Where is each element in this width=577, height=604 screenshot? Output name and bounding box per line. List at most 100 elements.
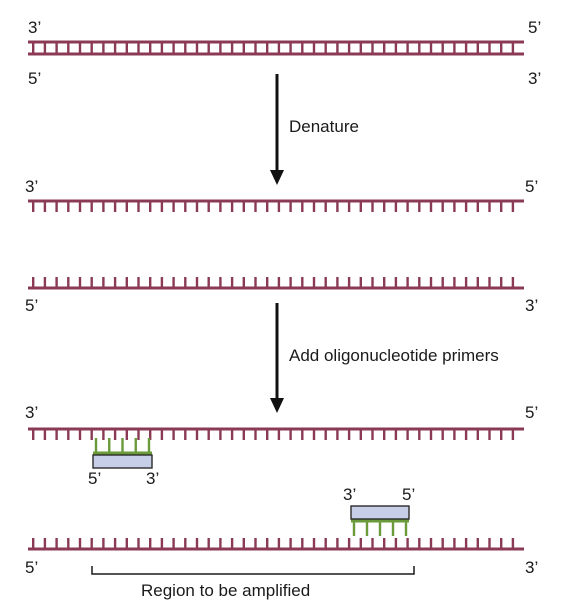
add-primers-label: Add oligonucleotide primers — [289, 346, 499, 365]
base-pair — [219, 42, 222, 54]
base — [383, 201, 386, 212]
base — [219, 429, 222, 440]
base — [488, 277, 491, 288]
base — [195, 201, 199, 212]
primer-rail — [351, 519, 409, 523]
base-pair — [160, 42, 164, 54]
base — [160, 277, 164, 288]
primer-rail — [93, 451, 152, 455]
base — [113, 538, 117, 549]
primer-left-5-label: 5’ — [88, 469, 101, 488]
strand1-top-left-label: 3’ — [28, 18, 41, 37]
primer-box — [350, 505, 410, 520]
base — [312, 429, 316, 440]
base — [312, 538, 316, 549]
base — [230, 429, 234, 440]
base — [406, 429, 409, 440]
base-pair — [277, 42, 281, 54]
base — [301, 538, 304, 549]
base — [43, 538, 47, 549]
base — [383, 429, 386, 440]
base-pair — [230, 42, 234, 54]
base — [242, 429, 245, 440]
base — [336, 201, 339, 212]
primer-base — [94, 438, 98, 453]
backbone — [28, 547, 524, 551]
base — [184, 277, 187, 288]
base — [394, 201, 398, 212]
base-pair — [113, 42, 117, 54]
base — [230, 277, 234, 288]
base-pair — [67, 42, 70, 54]
base — [347, 277, 351, 288]
base — [32, 429, 35, 440]
base — [137, 201, 140, 212]
base — [184, 201, 187, 212]
base — [324, 201, 327, 212]
base — [371, 429, 374, 440]
base-pair — [289, 42, 292, 54]
base — [113, 201, 117, 212]
base — [500, 277, 503, 288]
base-pair — [488, 42, 491, 54]
backbone-top — [28, 40, 524, 44]
base — [488, 201, 491, 212]
base — [277, 429, 281, 440]
base — [418, 277, 421, 288]
top-strand — [28, 199, 524, 212]
base — [125, 201, 128, 212]
base — [418, 429, 421, 440]
base — [90, 277, 93, 288]
base — [500, 429, 503, 440]
base — [464, 429, 468, 440]
primer-base — [121, 438, 124, 453]
base-pair — [149, 42, 152, 54]
template-strand-top — [28, 427, 524, 440]
base — [254, 538, 257, 549]
base — [289, 201, 292, 212]
base — [195, 429, 199, 440]
base — [43, 429, 47, 440]
backbone-bottom — [28, 52, 524, 56]
base — [266, 201, 269, 212]
strand5-bottom-left-label: 5’ — [25, 558, 38, 577]
base — [207, 429, 210, 440]
base-pair — [500, 42, 503, 54]
base — [289, 538, 292, 549]
base — [289, 429, 292, 440]
primer-left-3-label: 3’ — [146, 469, 159, 488]
base-pair — [347, 42, 351, 54]
base — [429, 538, 433, 549]
base-pair — [102, 42, 105, 54]
base — [464, 201, 468, 212]
base — [219, 538, 222, 549]
base-pair — [125, 42, 128, 54]
primer-base — [108, 438, 111, 453]
base — [55, 277, 58, 288]
base — [394, 277, 398, 288]
base — [266, 429, 269, 440]
base — [336, 277, 339, 288]
double-strand — [28, 40, 524, 56]
base — [500, 201, 503, 212]
base — [429, 277, 433, 288]
base — [429, 201, 433, 212]
base — [336, 538, 339, 549]
strand5-bottom-right-label: 3’ — [525, 558, 538, 577]
base-pair — [312, 42, 316, 54]
base — [219, 201, 222, 212]
base — [359, 429, 362, 440]
base — [172, 538, 175, 549]
primer-right-5-label: 5’ — [402, 485, 415, 504]
double-strand-dna: 3’ 5’ 5’ 3’ — [28, 18, 541, 88]
region-label: Region to be amplified — [141, 581, 310, 600]
strand1-bottom-left-label: 5’ — [28, 69, 41, 88]
region-bracket — [91, 566, 415, 575]
base — [137, 538, 140, 549]
base-pair — [90, 42, 93, 54]
base — [43, 201, 47, 212]
base — [230, 538, 234, 549]
base — [266, 277, 269, 288]
base — [102, 277, 105, 288]
base — [90, 429, 93, 440]
